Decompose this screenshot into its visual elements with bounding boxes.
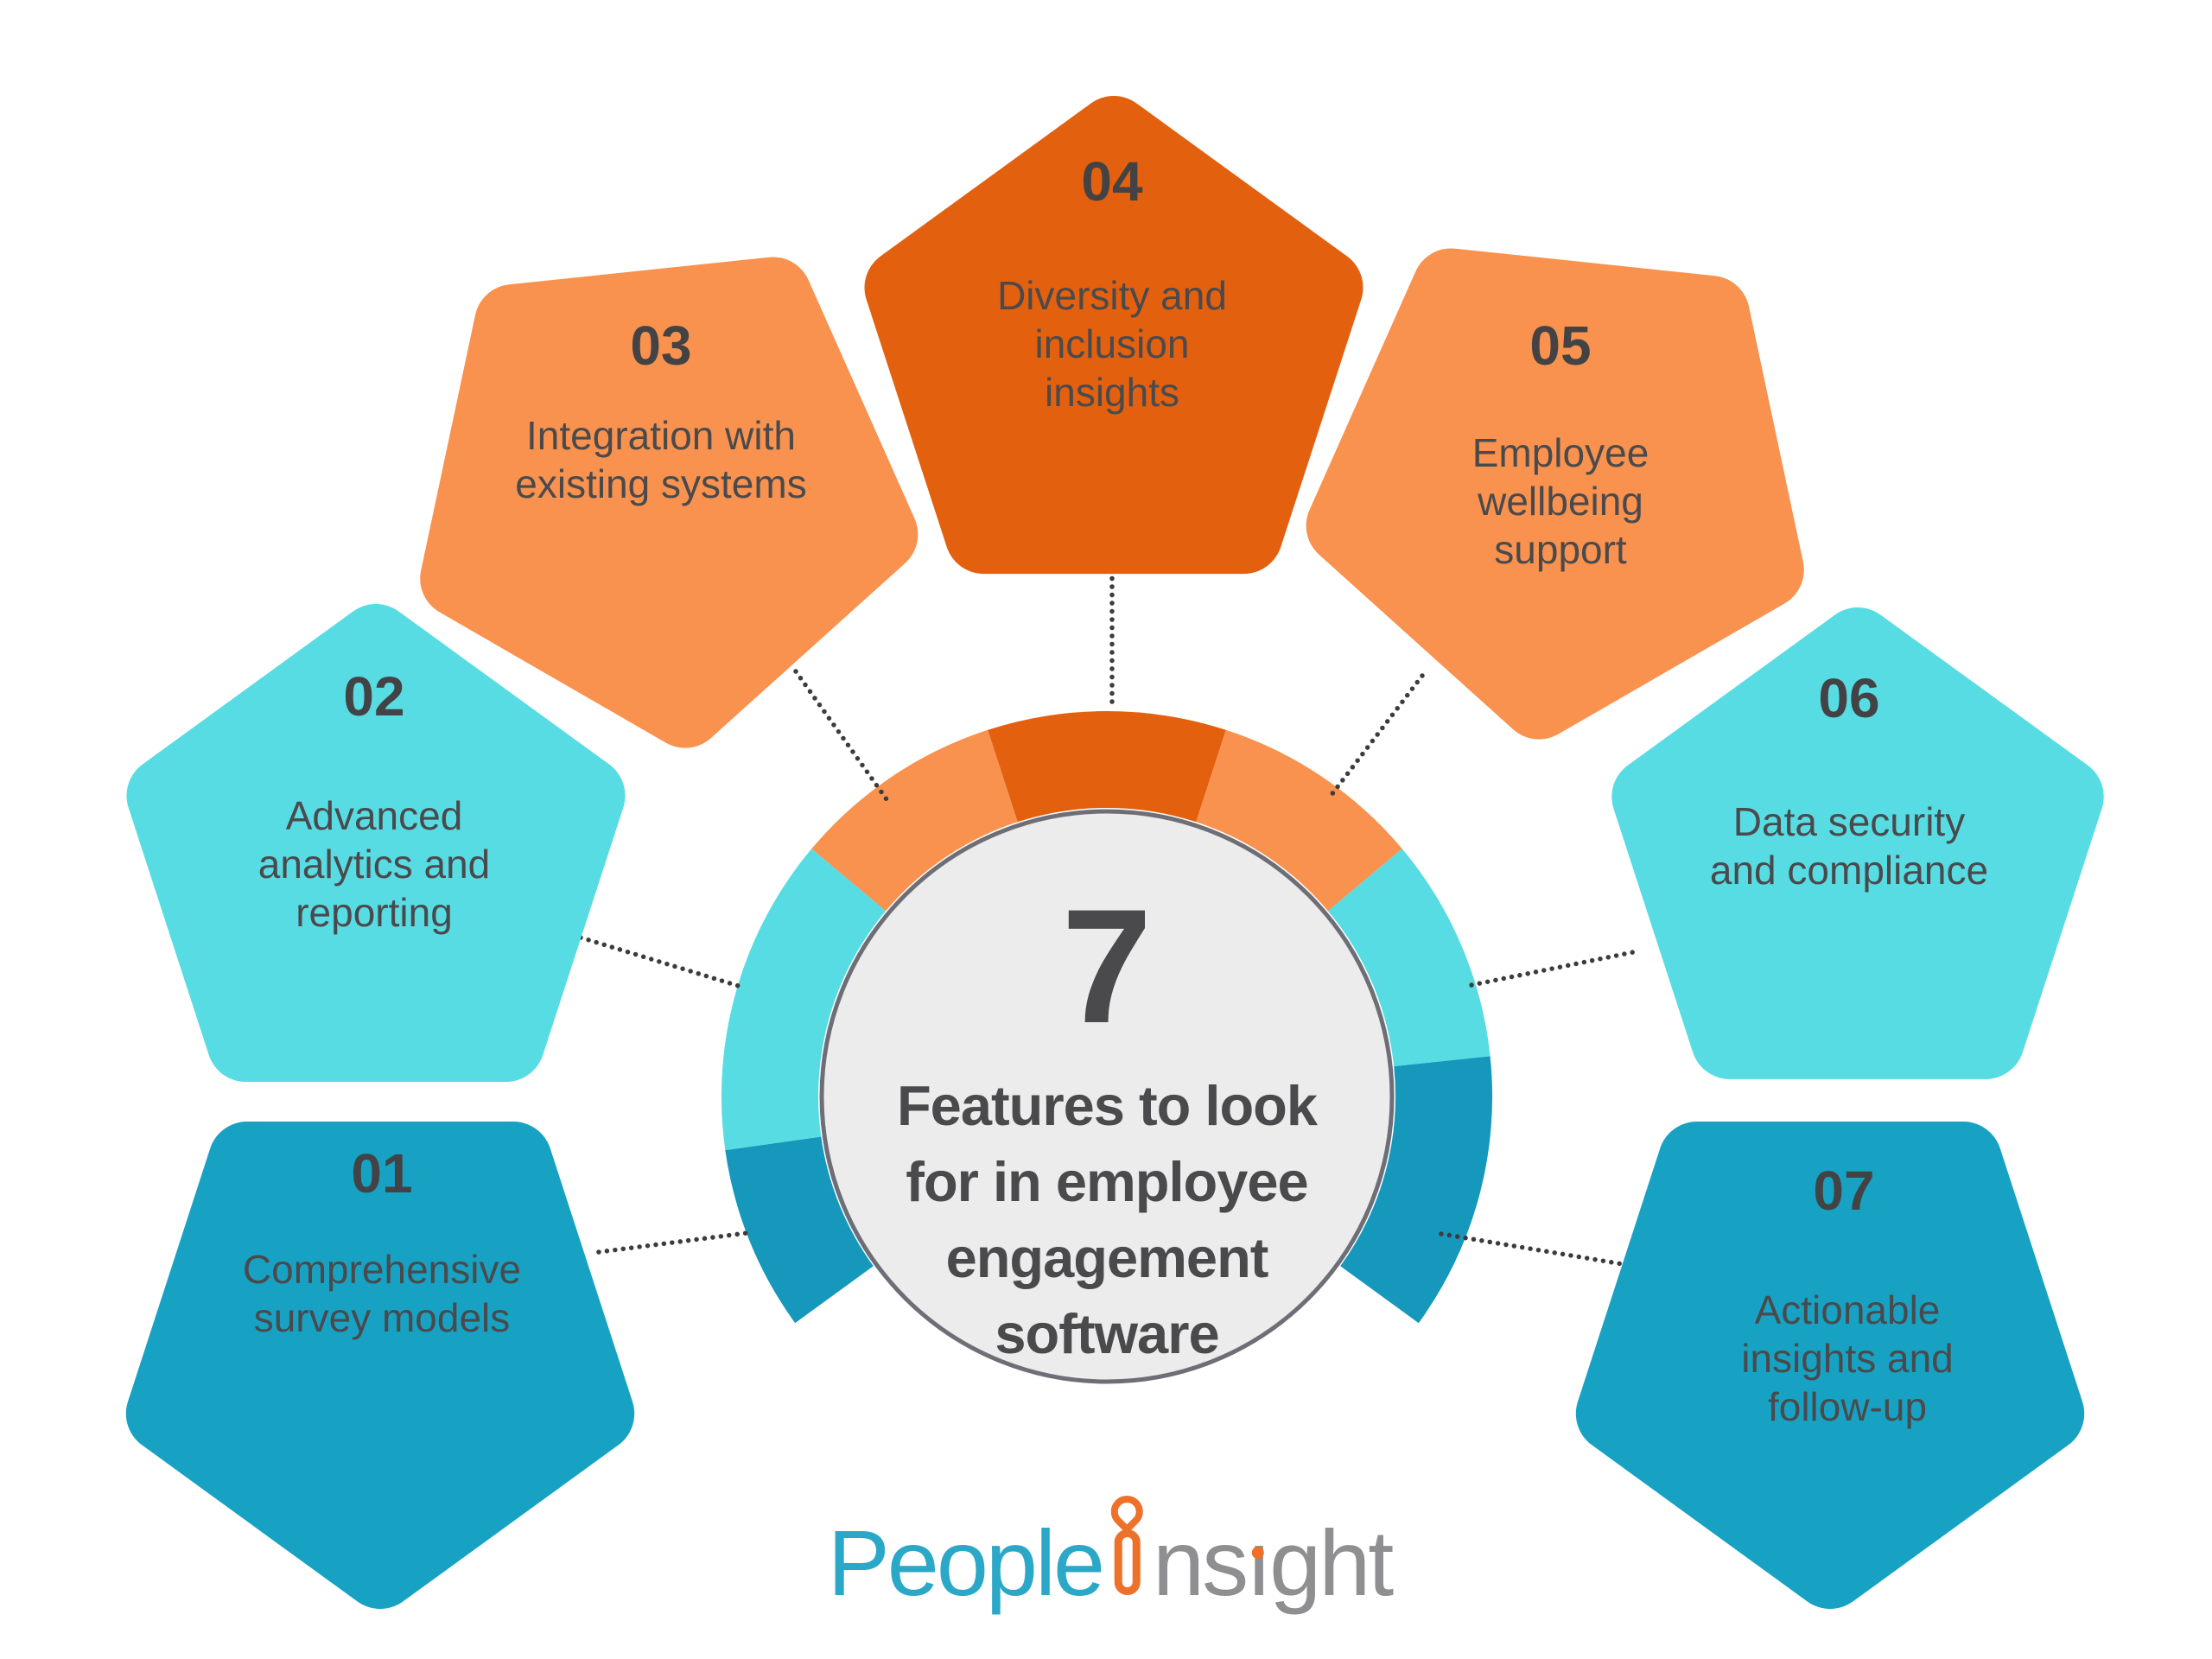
pentagon-02-number: 02 — [343, 665, 405, 728]
dotted-connector-02 — [578, 935, 744, 989]
pentagon-06-shape — [1611, 607, 2104, 1079]
pentagon-03-number: 03 — [630, 315, 692, 377]
center-circle-number: 7 — [1061, 875, 1153, 1057]
dotted-connector-05 — [1325, 673, 1425, 802]
ring-segment-orange-right — [1196, 729, 1402, 912]
pentagon-07-shape — [1575, 1122, 2085, 1609]
pentagon-01-label: Comprehensive survey models — [242, 1247, 522, 1340]
peopleinsight-logo: People ns ı ght — [827, 1489, 1394, 1615]
pentagon-05-number: 05 — [1529, 315, 1592, 377]
pentagon-01-shape — [125, 1122, 635, 1609]
logo-i-mark-icon — [1104, 1489, 1150, 1595]
pentagon-02-label: Advanced analytics and reporting — [257, 793, 491, 935]
logo-word-people: People — [827, 1510, 1105, 1615]
logo-nsight-i-dot-icon — [1251, 1547, 1264, 1559]
pentagon-05-shape — [1306, 248, 1804, 740]
ring-segment-teal-right — [1340, 1056, 1493, 1324]
logo-word-nsight-part1: ns — [1153, 1510, 1249, 1615]
pentagon-07-number: 07 — [1813, 1160, 1875, 1222]
logo-nsight-dotless-i: ı — [1246, 1510, 1272, 1615]
ring-segment-orange-left — [811, 729, 1018, 912]
center-circle-title: Features to look for in employee engagem… — [896, 1074, 1318, 1365]
ring-segment-teal-left — [725, 1136, 874, 1324]
pentagon-03-shape — [420, 257, 918, 748]
pentagon-06-number: 06 — [1818, 667, 1880, 729]
pentagon-03-label: Integration with existing systems — [515, 413, 807, 506]
pentagon-04-label: Diversity and inclusion insights — [997, 273, 1227, 415]
pentagon-02-shape — [126, 604, 626, 1083]
pentagon-07-label: Actionable insights and follow-up — [1741, 1287, 1954, 1429]
dotted-connector-07 — [1439, 1231, 1625, 1267]
pentagon-05-label: Employee wellbeing support — [1471, 430, 1649, 572]
center-circle — [819, 809, 1395, 1384]
logo-nsight-i: ı — [1246, 1510, 1272, 1615]
logo-i-bar-icon — [1115, 1529, 1141, 1595]
pentagon-04-number: 04 — [1081, 150, 1143, 213]
ring-segment-cyan-left — [721, 849, 887, 1151]
dotted-connector-03 — [793, 669, 889, 802]
ring-segment-darkorange-top — [988, 710, 1226, 823]
ring-segment-cyan-right — [1327, 849, 1491, 1067]
logo-word-nsight-part2: ght — [1269, 1510, 1394, 1615]
pentagon-04-shape — [864, 96, 1363, 575]
dotted-connector-06 — [1469, 950, 1636, 988]
dotted-connector-01 — [596, 1230, 756, 1255]
pentagon-01-number: 01 — [351, 1142, 413, 1205]
pentagon-06-label: Data security and compliance — [1709, 799, 1989, 893]
